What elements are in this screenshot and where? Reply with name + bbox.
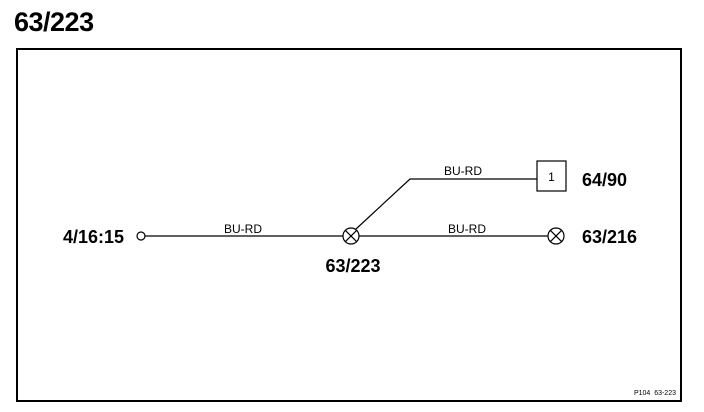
splice-icon: [547, 227, 565, 245]
reference-code: P104 63-223: [634, 390, 676, 397]
open-terminal-icon: [136, 231, 146, 241]
wire-right-color: BU-RD: [448, 222, 486, 236]
connector-pin-icon: 1: [536, 160, 567, 192]
wire-left-color: BU-RD: [224, 222, 262, 236]
page-title: 63/223: [14, 7, 94, 37]
right-splice-label: 63/216: [582, 227, 637, 247]
wire-upper: [355, 178, 537, 230]
center-splice-label: 63/223: [325, 256, 380, 276]
connector-pin-number: 1: [548, 170, 555, 184]
splice-icon: [342, 227, 360, 245]
diagram-frame: [16, 48, 682, 402]
connector-box-label: 64/90: [582, 170, 627, 190]
left-terminal-label: 4/16:15: [63, 227, 124, 247]
wire-upper-color: BU-RD: [444, 164, 482, 178]
